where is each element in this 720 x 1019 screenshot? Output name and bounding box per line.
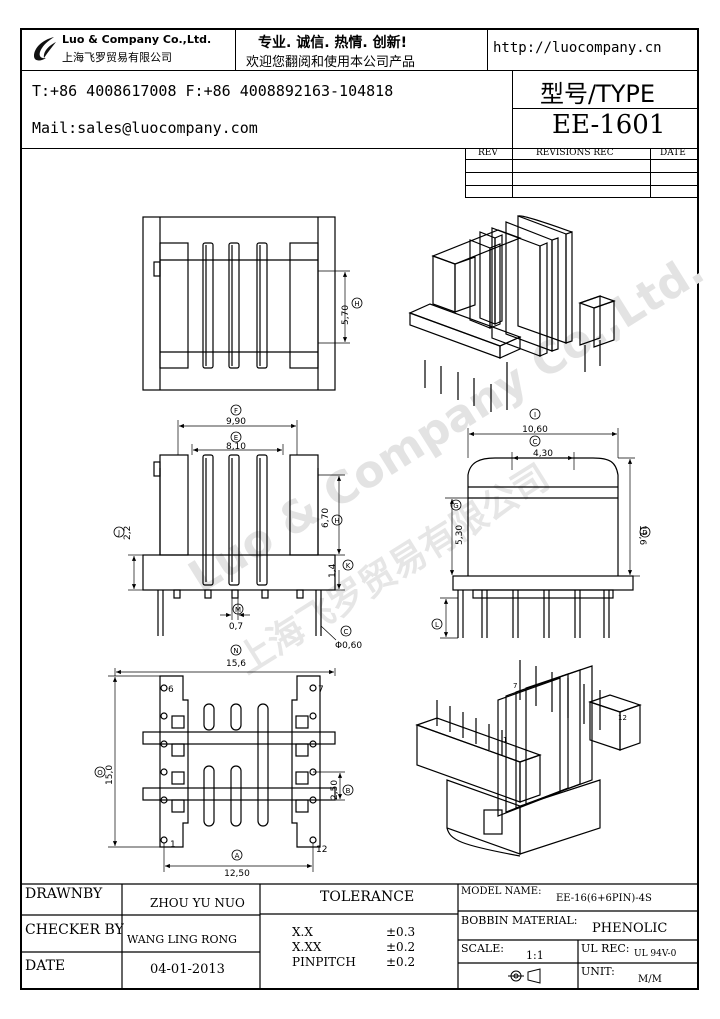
iso-view-top <box>408 215 616 412</box>
header-vline-2 <box>487 29 488 70</box>
drawnby-value: ZHOU YU NUO <box>150 896 245 910</box>
dim-tag-n: N <box>233 647 238 655</box>
dim-pitch: 2,50 <box>330 780 340 800</box>
tolerance-key: PINPITCH <box>292 955 356 969</box>
tolerance-key: X.X <box>292 925 313 939</box>
dim-width-f: 9,90 <box>226 417 246 427</box>
tolerance-key: X.XX <box>292 940 322 954</box>
front-view-right <box>440 428 640 639</box>
dim-tag-o: O <box>97 769 103 777</box>
dim-width-e: 8,10 <box>226 442 246 452</box>
tolerance-row: X.XX ±0.2 <box>292 940 452 955</box>
phone-fax: T:+86 4008617008 F:+86 4008892163-104818 <box>32 82 394 100</box>
dim-width-c: 4,30 <box>533 449 553 459</box>
dim-front-height: 5,70 <box>341 305 351 325</box>
revision-col-rec: REVISIONS REC <box>536 148 614 158</box>
revision-col-date: DATE <box>660 148 686 158</box>
drawnby-label: DRAWNBY <box>25 886 103 902</box>
iso-pin-label-12: 12 <box>618 714 627 722</box>
model-name-value: EE-16(6+6PIN)-4S <box>556 893 652 904</box>
dim-pin-diameter: Φ0,60 <box>335 641 362 651</box>
iso-view-bottom <box>415 660 642 857</box>
dim-k: 1,4 <box>328 563 338 578</box>
dim-tag-h-front: H <box>354 300 359 308</box>
dim-tag-h-side: H <box>334 517 339 525</box>
tolerance-value: ±0.2 <box>386 940 416 954</box>
dim-tag-i: I <box>534 411 536 419</box>
header-divider-1 <box>21 70 698 71</box>
iso-pin-label-1: 1 <box>503 736 507 744</box>
tolerance-value: ±0.2 <box>386 955 416 969</box>
dim-tag-a: A <box>235 852 240 860</box>
dim-tag-j: J <box>117 529 120 537</box>
dim-bottom-height: 15,0 <box>105 765 115 785</box>
dim-row-span: 12,50 <box>224 869 250 879</box>
pin-label-12: 12 <box>316 845 327 855</box>
scale-value: 1:1 <box>526 949 544 962</box>
model-name-label: MODEL NAME: <box>461 886 542 897</box>
header-vline-3 <box>512 70 513 148</box>
slogan-line-1: 专业. 诚信. 热情. 创新! <box>258 35 407 51</box>
company-name-cn: 上海飞罗贸易有限公司 <box>62 51 172 64</box>
ul-rec-value: UL 94V-0 <box>634 949 677 959</box>
dim-tag-pin: C <box>344 628 349 636</box>
ul-rec-label: UL REC: <box>581 942 630 955</box>
date-label: DATE <box>25 958 66 974</box>
dim-tag-c-top: C <box>533 438 538 446</box>
dim-tag-d: D <box>642 529 647 537</box>
model-number: EE-1601 <box>552 110 666 140</box>
title-block-grid <box>21 883 698 989</box>
dim-tag-e: E <box>234 434 238 442</box>
dim-depth-i: 10,60 <box>522 425 548 435</box>
type-label: 型号/TYPE <box>540 80 656 108</box>
unit-label: UNIT: <box>581 965 615 978</box>
header-vline-1 <box>235 29 236 70</box>
dim-height-d: 11,6 <box>637 525 647 545</box>
company-name-en: Luo & Company Co.,Ltd. <box>62 33 212 46</box>
dim-tag-k: K <box>346 562 351 570</box>
revision-table: REV REVISIONS REC DATE <box>465 148 699 198</box>
bobbin-material-value: PHENOLIC <box>592 921 668 936</box>
slogan-line-2: 欢迎您翻阅和使用本公司产品 <box>246 55 416 70</box>
front-view-top <box>142 216 350 391</box>
dim-tag-m: M <box>235 606 241 614</box>
tolerance-value: ±0.3 <box>386 925 416 939</box>
pin-label-1: 1 <box>170 840 176 850</box>
revision-col-rev: REV <box>478 148 498 158</box>
dim-m: 0,7 <box>229 622 243 632</box>
dim-tag-g: G <box>453 502 458 510</box>
unit-value: M/M <box>638 974 662 985</box>
date-value: 04-01-2013 <box>150 962 225 977</box>
website-link[interactable]: http://luocompany.cn <box>493 40 662 56</box>
tolerance-table: X.X ±0.3 X.XX ±0.2 PINPITCH ±0.2 <box>292 925 452 970</box>
projection-symbol-icon <box>508 968 541 984</box>
company-logo-icon <box>34 37 56 61</box>
drawing-sheet <box>20 28 699 990</box>
checker-value: WANG LING RONG <box>127 933 237 946</box>
email-address[interactable]: Mail:sales@luocompany.com <box>32 119 258 137</box>
dim-height-g: 5,30 <box>455 525 465 545</box>
iso-pin-label-7: 7 <box>513 682 517 690</box>
bottom-view <box>108 668 345 872</box>
tolerance-label: TOLERANCE <box>320 889 415 905</box>
tolerance-row: PINPITCH ±0.2 <box>292 955 452 970</box>
dim-bottom-width: 15,6 <box>226 659 246 669</box>
type-divider <box>512 108 698 109</box>
dim-j: 2,2 <box>123 526 133 540</box>
side-view <box>128 420 345 641</box>
pin-label-7: 7 <box>318 685 324 695</box>
dim-h-side: 6,70 <box>321 508 331 528</box>
tolerance-row: X.X ±0.3 <box>292 925 452 940</box>
dim-tag-b: B <box>346 787 351 795</box>
checker-label: CHECKER BY <box>25 922 124 938</box>
dim-tag-l: L <box>435 621 439 629</box>
dim-tag-f: F <box>234 407 238 415</box>
bobbin-material-label: BOBBIN MATERIAL: <box>461 914 578 927</box>
header-divider-2 <box>21 148 698 149</box>
scale-label: SCALE: <box>461 942 504 955</box>
pin-label-6: 6 <box>168 685 174 695</box>
